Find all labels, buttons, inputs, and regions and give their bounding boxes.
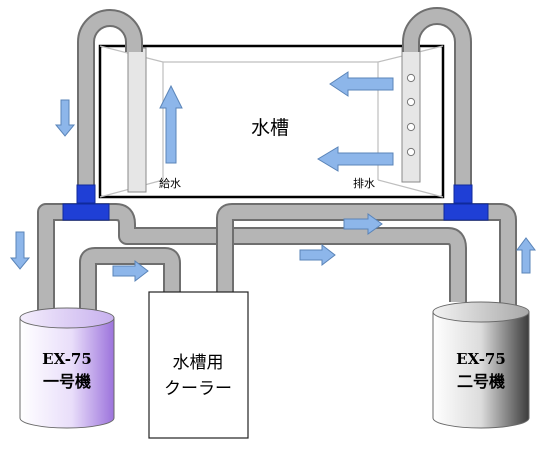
filter-2-unit-label: 二号機 bbox=[457, 372, 505, 391]
tank-title: 水槽 bbox=[251, 117, 289, 139]
plumbing-pipes bbox=[37, 7, 517, 310]
flow-arrow-tank-left-top bbox=[329, 71, 394, 97]
filter-unit-2 bbox=[432, 301, 530, 429]
cooler-label-line2: クーラー bbox=[164, 379, 232, 399]
filter-unit-1 bbox=[19, 307, 115, 429]
flow-arrow-filter2-up bbox=[516, 237, 536, 274]
drain-label: 排水 bbox=[353, 176, 375, 190]
flow-arrow-tank-left-bottom bbox=[317, 146, 394, 172]
cooler-label-line1: 水槽用 bbox=[173, 353, 224, 373]
pipe-joints bbox=[62, 184, 489, 221]
right-tee-joint bbox=[453, 184, 473, 204]
filter-1-unit-label: 一号機 bbox=[43, 372, 91, 391]
filter-1-model: EX-75 bbox=[42, 350, 92, 368]
flow-arrow-left-down bbox=[54, 99, 76, 137]
flow-arrow-middle-right bbox=[299, 243, 336, 267]
drain-strainer bbox=[401, 47, 421, 183]
aquarium-cooler bbox=[148, 291, 249, 439]
left-tee-joint bbox=[76, 184, 96, 204]
supply-pipe-in-tank bbox=[127, 47, 147, 193]
supply-label: 給水 bbox=[159, 176, 181, 190]
flow-arrow-supply-up bbox=[159, 84, 183, 164]
filter-2-model: EX-75 bbox=[456, 350, 506, 368]
aquarium-tank bbox=[98, 44, 445, 199]
flow-arrow-to-cooler bbox=[112, 259, 149, 283]
flow-arrow-upper-right bbox=[343, 213, 383, 235]
flow-arrow-filter1-down bbox=[9, 231, 31, 270]
